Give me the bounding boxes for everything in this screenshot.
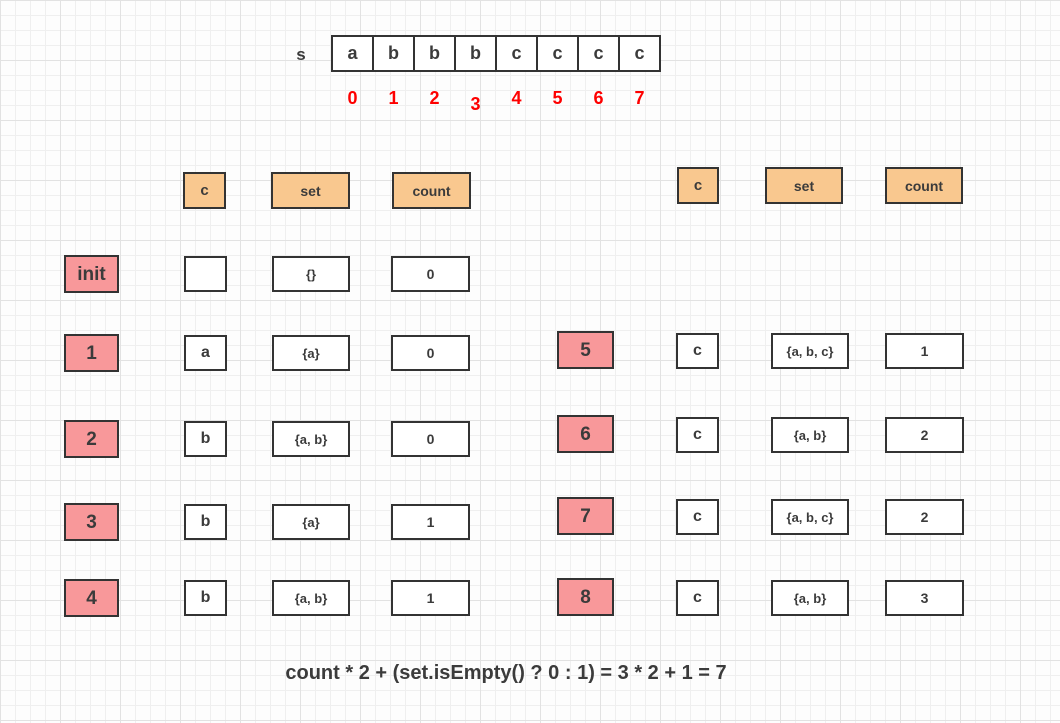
count-cell: 0	[391, 256, 470, 292]
left-header-set: set	[271, 172, 350, 209]
row-label: 3	[64, 503, 119, 541]
string-index: 5	[552, 88, 563, 108]
set-cell: {a, b}	[272, 421, 350, 457]
string-char-cell: c	[536, 35, 579, 72]
set-cell: {a, b}	[771, 580, 849, 616]
set-cell: {a, b}	[771, 417, 849, 453]
string-array: a b b b c c c c	[331, 35, 661, 72]
formula-text: count * 2 + (set.isEmpty() ? 0 : 1) = 3 …	[285, 662, 727, 684]
left-header-c: c	[183, 172, 226, 209]
c-cell: c	[676, 333, 719, 369]
count-cell: 0	[391, 335, 470, 371]
set-cell: {a}	[272, 335, 350, 371]
set-cell: {a, b, c}	[771, 333, 849, 369]
row-label: 6	[557, 415, 614, 453]
string-index: 1	[388, 88, 399, 108]
row-label: init	[64, 255, 119, 293]
string-char-cell: c	[618, 35, 661, 72]
count-cell: 1	[391, 504, 470, 540]
c-cell: a	[184, 335, 227, 371]
string-char-cell: c	[577, 35, 620, 72]
right-header-set: set	[765, 167, 843, 204]
row-label: 1	[64, 334, 119, 372]
right-header-c: c	[677, 167, 719, 204]
count-cell: 1	[391, 580, 470, 616]
right-header-count: count	[885, 167, 963, 204]
count-cell: 3	[885, 580, 964, 616]
count-cell: 1	[885, 333, 964, 369]
count-cell: 2	[885, 417, 964, 453]
row-label: 4	[64, 579, 119, 617]
count-cell: 0	[391, 421, 470, 457]
string-index: 3	[470, 94, 481, 114]
string-char-cell: a	[331, 35, 374, 72]
left-header-count: count	[392, 172, 471, 209]
string-char-cell: b	[454, 35, 497, 72]
set-cell: {a, b, c}	[771, 499, 849, 535]
row-label: 7	[557, 497, 614, 535]
c-cell: b	[184, 421, 227, 457]
count-cell: 2	[885, 499, 964, 535]
set-cell: {a, b}	[272, 580, 350, 616]
string-index: 4	[511, 88, 522, 108]
string-index: 0	[347, 88, 358, 108]
c-cell: b	[184, 580, 227, 616]
string-index: 6	[593, 88, 604, 108]
c-cell: c	[676, 499, 719, 535]
string-char-cell: c	[495, 35, 538, 72]
string-index: 2	[429, 88, 440, 108]
row-label: 2	[64, 420, 119, 458]
c-cell: b	[184, 504, 227, 540]
string-char-cell: b	[372, 35, 415, 72]
set-cell: {a}	[272, 504, 350, 540]
c-cell: c	[676, 580, 719, 616]
string-char-cell: b	[413, 35, 456, 72]
row-label: 5	[557, 331, 614, 369]
string-name-label: s	[296, 45, 306, 64]
c-cell: c	[676, 417, 719, 453]
row-label: 8	[557, 578, 614, 616]
c-cell	[184, 256, 227, 292]
string-index: 7	[634, 88, 645, 108]
set-cell: {}	[272, 256, 350, 292]
